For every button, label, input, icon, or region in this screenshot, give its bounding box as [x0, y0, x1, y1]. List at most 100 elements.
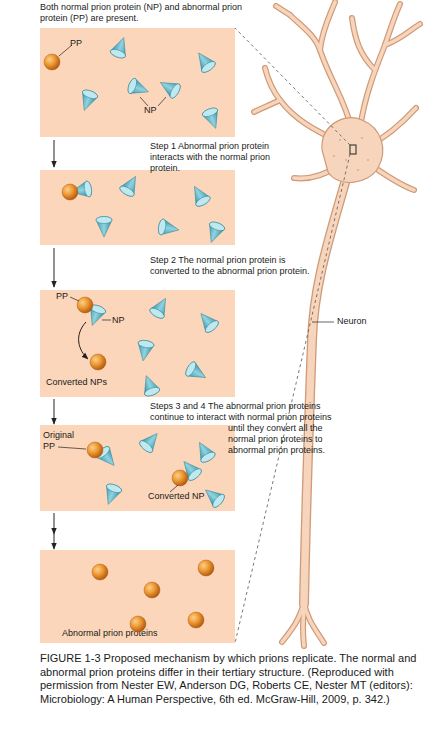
neuron-fill	[290, 15, 352, 130]
neuron-fill	[276, 6, 290, 15]
abnormal-prion-protein	[172, 470, 188, 486]
soma-dots	[367, 159, 369, 161]
figure-caption: FIGURE 1-3 Proposed mechanism by which p…	[40, 652, 422, 706]
neuron-fill	[254, 2, 420, 646]
soma-dots	[345, 159, 347, 161]
abnormal-prion-protein	[44, 54, 60, 70]
step-note: Steps 3 and 4 The abnormal prion protein…	[150, 401, 332, 455]
wrap-spacer	[150, 423, 228, 513]
neuron-outline	[254, 2, 420, 646]
normal-prion-protein	[96, 217, 112, 238]
step-arrow	[54, 140, 88, 359]
abnormal-prion-protein	[87, 442, 103, 458]
step-note: Step 1 Abnormal prion protein interacts …	[150, 141, 302, 174]
normal-prion-protein	[77, 88, 99, 113]
normal-prion-protein	[204, 220, 226, 245]
normal-prion-protein	[118, 172, 142, 198]
soma-dots	[361, 137, 363, 139]
neuron-outline	[303, 610, 304, 646]
part-label: NP	[144, 105, 157, 116]
neuron-outline	[304, 602, 324, 643]
neuron-outline	[304, 172, 348, 604]
neuron-fill	[282, 602, 304, 642]
normal-prion-protein	[139, 373, 161, 398]
neuron-fill	[352, 18, 375, 70]
neuron-fill	[320, 2, 335, 50]
part-label: Converted NP	[148, 491, 205, 502]
normal-prion-protein	[184, 360, 210, 384]
abnormal-prion-protein	[77, 297, 93, 313]
abnormal-prion-protein	[130, 616, 146, 632]
normal-prion-protein	[135, 339, 154, 362]
step-note: Step 2 The normal prion protein is conve…	[150, 255, 312, 277]
abnormal-prion-protein	[144, 582, 160, 598]
neuron-outline	[276, 6, 290, 15]
soma-dots	[333, 137, 369, 171]
neuron-fill	[360, 4, 400, 128]
abnormal-prion-protein	[188, 612, 204, 628]
zoom-dashed-line	[235, 28, 350, 643]
leader-line	[158, 97, 166, 106]
neuron-outline	[352, 18, 375, 70]
leader-line	[312, 322, 334, 323]
soma-dots	[333, 155, 335, 157]
part-label: PP	[70, 38, 82, 49]
part-label: Original PP	[43, 430, 85, 452]
leader-line	[140, 97, 148, 106]
flow-arrow	[54, 399, 55, 424]
leader-line	[58, 45, 334, 492]
neuron-fill	[254, 100, 280, 112]
zoom-dashed-line	[235, 154, 350, 643]
leader-line	[70, 297, 79, 301]
step-arrow	[54, 140, 55, 167]
leader-line	[102, 320, 111, 321]
neuron-outline	[360, 4, 400, 128]
normal-prion-protein	[85, 303, 107, 328]
normal-prion-protein	[101, 482, 123, 507]
connector-layer	[54, 399, 55, 549]
leader-line	[59, 45, 72, 56]
normal-prion-protein	[70, 180, 93, 199]
neuron-fill	[304, 602, 324, 643]
normal-prion-protein	[95, 445, 120, 471]
normal-prion-protein	[195, 308, 220, 334]
neuron-outline	[254, 2, 420, 646]
soma-dots	[339, 139, 341, 141]
normal-prion-protein	[192, 48, 217, 74]
normal-prion-protein	[193, 438, 217, 464]
part-label: Neuron	[337, 316, 397, 327]
panel-heading: Both normal prion protein (NP) and abnor…	[40, 2, 245, 24]
abnormal-prion-protein	[198, 560, 214, 576]
leader-line	[58, 447, 86, 449]
normal-prion-protein	[157, 218, 180, 237]
step-arrow	[54, 248, 55, 287]
zoom-dashed-line	[235, 28, 350, 145]
neuron-fill	[304, 172, 348, 604]
soma-dots	[357, 169, 359, 171]
neuron-fill	[385, 24, 420, 45]
normal-prion-protein	[156, 76, 182, 100]
neuron-soma	[322, 118, 383, 183]
part-label: NP	[112, 315, 125, 326]
normal-prion-protein	[126, 77, 151, 99]
panel-box: Original PP Converted NP	[40, 425, 235, 511]
step-arrow	[79, 322, 88, 359]
abnormal-prion-protein	[90, 354, 106, 370]
neuron-outline	[320, 2, 335, 50]
part-label: PP	[56, 291, 68, 302]
panel-box: Abnormal prion proteins	[40, 550, 235, 643]
abnormal-prion-protein	[92, 564, 108, 580]
neuron-outline	[254, 100, 280, 112]
flow-arrow	[54, 513, 55, 549]
normal-prion-protein	[178, 456, 203, 482]
normal-prion-protein	[138, 428, 163, 454]
normal-prion-protein	[200, 484, 226, 509]
neuron-fill	[303, 610, 304, 646]
abnormal-prion-protein	[44, 54, 214, 632]
panel-box	[40, 170, 235, 245]
panel-box: PPNPConverted NPs	[40, 290, 235, 397]
neuron-fill	[254, 2, 420, 646]
